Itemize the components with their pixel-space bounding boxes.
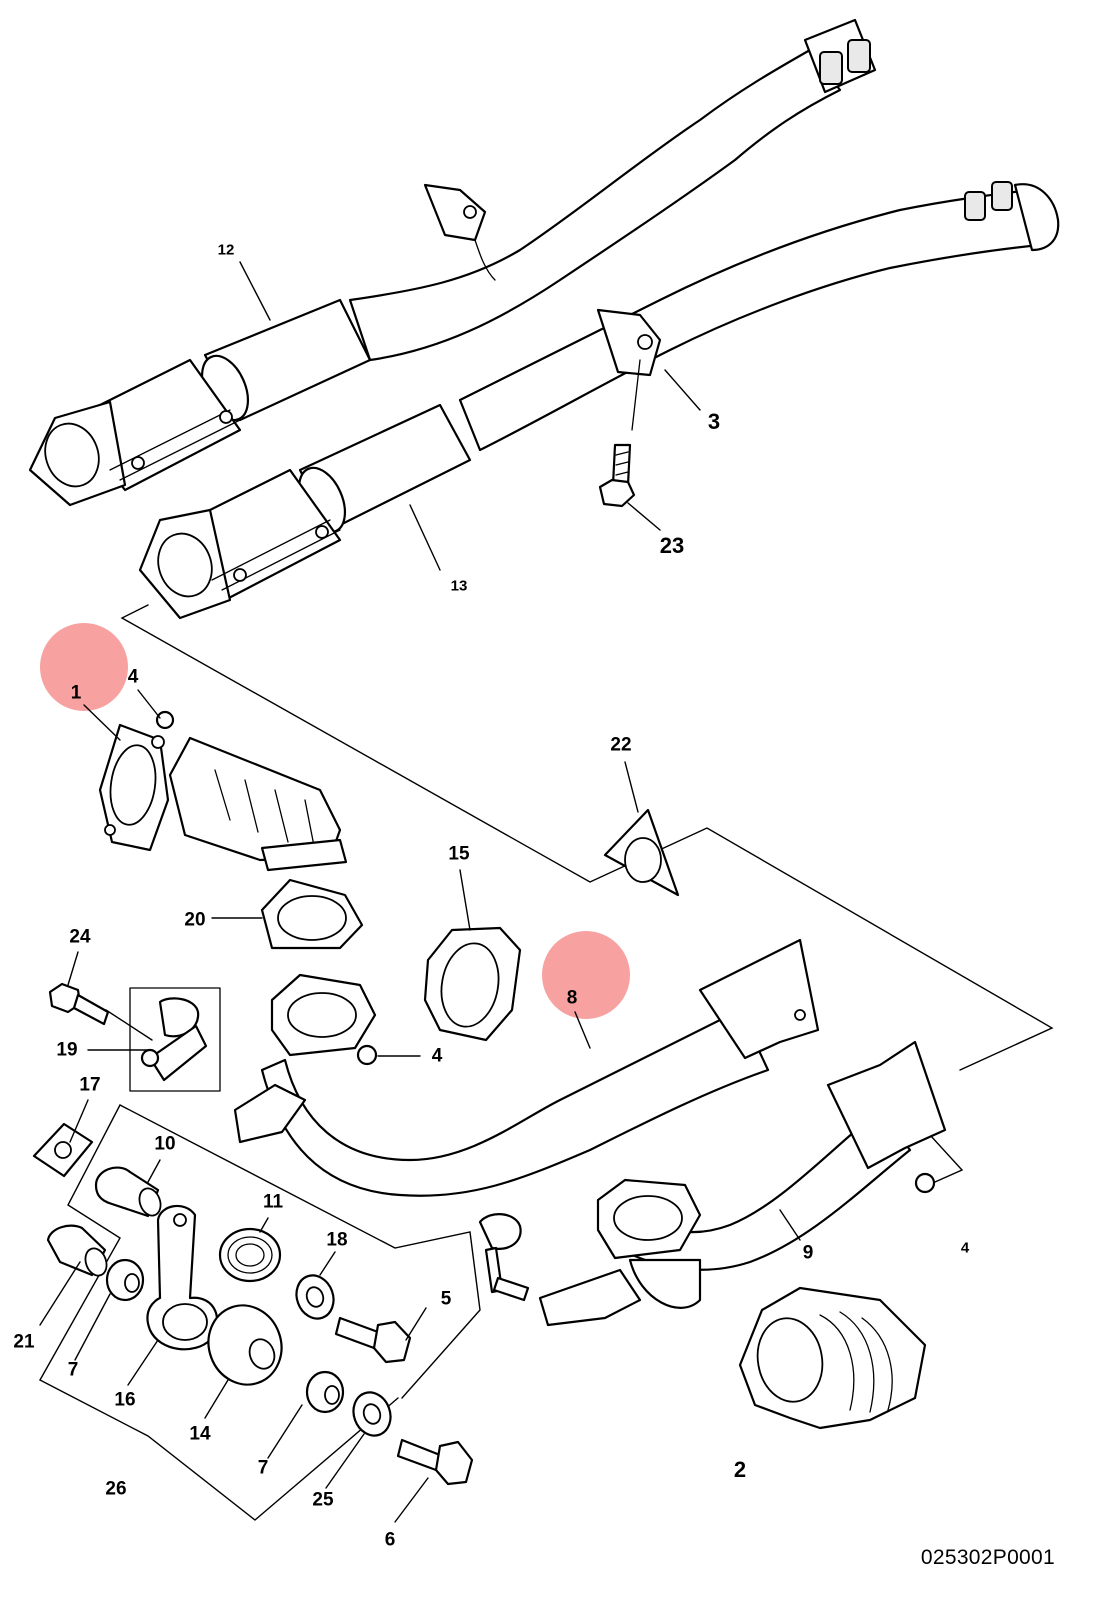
- damper-stud-assembly: [478, 1213, 530, 1302]
- part-10-bushing: [94, 1166, 162, 1218]
- callout-18[interactable]: 18: [326, 1229, 348, 1251]
- callout-leaders: [39, 261, 801, 1523]
- callout-23[interactable]: 23: [659, 533, 685, 558]
- diagram-reference-code: 025302P0001: [920, 1546, 1055, 1569]
- callout-16[interactable]: 16: [114, 1389, 136, 1411]
- part-14-bushing: [207, 1304, 283, 1386]
- highlight-marker-8[interactable]: [542, 931, 630, 1019]
- callout-26[interactable]: 26: [105, 1478, 127, 1500]
- part-8-front-pipe: [233, 938, 820, 1197]
- part-23-bolt: [598, 443, 636, 508]
- callout-7-left[interactable]: 7: [67, 1359, 79, 1381]
- callout-4-upper[interactable]: 4: [127, 666, 139, 688]
- part-13-lower-pipe: [138, 181, 1060, 620]
- part-20-gasket: [260, 878, 364, 950]
- callout-17[interactable]: 17: [79, 1074, 101, 1096]
- callout-11[interactable]: 11: [262, 1191, 284, 1213]
- callout-4-lower[interactable]: 4: [960, 1239, 970, 1257]
- part-1-converter: [98, 710, 348, 872]
- part-7-sleeve: [105, 1258, 345, 1414]
- callout-4-middle[interactable]: 4: [431, 1045, 443, 1067]
- callout-15[interactable]: 15: [448, 843, 470, 865]
- callout-24[interactable]: 24: [69, 926, 91, 948]
- callout-1[interactable]: 1: [70, 682, 82, 704]
- group-bracket-inner: [39, 1104, 121, 1381]
- callout-25[interactable]: 25: [312, 1489, 334, 1511]
- callout-5[interactable]: 5: [440, 1288, 452, 1310]
- callout-12[interactable]: 12: [217, 241, 235, 259]
- part-3-hanger: [596, 308, 662, 431]
- callout-2[interactable]: 2: [733, 1457, 747, 1482]
- callout-6[interactable]: 6: [384, 1529, 396, 1551]
- highlight-marker-1[interactable]: [40, 623, 128, 711]
- callout-13[interactable]: 13: [450, 577, 468, 595]
- group-bracket-26: [39, 1379, 399, 1521]
- callout-14[interactable]: 14: [189, 1423, 211, 1445]
- part-11-spring: [218, 1227, 282, 1283]
- group-bracket-lower: [119, 1104, 481, 1399]
- part-24-bolt: [48, 982, 110, 1026]
- part-21-bushing: [46, 1224, 108, 1277]
- part-16-bracket: [146, 1204, 219, 1351]
- part-6-bolt: [396, 1438, 474, 1486]
- part-9-front-pipe: [538, 1040, 947, 1327]
- callout-20[interactable]: 20: [184, 909, 206, 931]
- callout-19[interactable]: 19: [56, 1039, 78, 1061]
- callout-22[interactable]: 22: [610, 734, 632, 756]
- part-17-nut: [32, 1122, 94, 1178]
- part-22-gasket: [603, 808, 680, 897]
- part-18-washer: [295, 1274, 335, 1320]
- callout-3[interactable]: 3: [707, 409, 721, 434]
- callout-10[interactable]: 10: [154, 1133, 176, 1155]
- part-25-washer: [352, 1391, 392, 1437]
- part-15-gasket: [423, 926, 522, 1042]
- part-4-nut: [356, 1044, 936, 1194]
- part-5-bolt: [334, 1316, 412, 1364]
- callout-21[interactable]: 21: [13, 1331, 35, 1353]
- callout-9[interactable]: 9: [802, 1242, 814, 1264]
- callout-8[interactable]: 8: [566, 987, 578, 1009]
- part-2-converter: [738, 1286, 927, 1430]
- part-19-bracket: [129, 987, 221, 1092]
- callout-7-bottom[interactable]: 7: [257, 1457, 269, 1479]
- group-bracket-nut4: [929, 1134, 964, 1183]
- part-12-upper-pipe: [28, 18, 877, 507]
